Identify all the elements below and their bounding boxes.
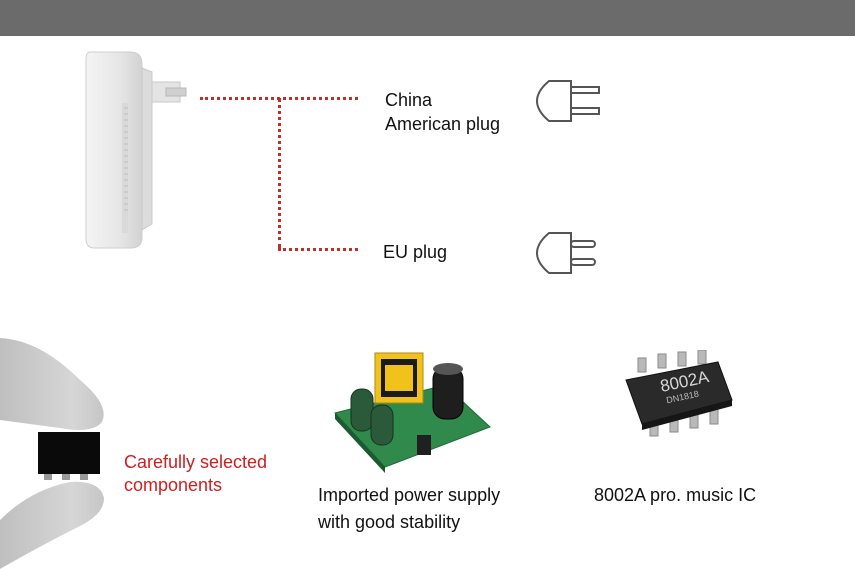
power-supply-board-image [334, 352, 491, 473]
flat-pin-plug-icon [535, 80, 600, 122]
power-supply-line1: Imported power supply [318, 485, 501, 505]
music-ic-image: 8002A DN1818 [620, 350, 740, 440]
header-bar [0, 0, 855, 36]
plug-device-image [85, 51, 187, 249]
fingers-holding-chip-image [0, 338, 104, 569]
china-plug-label: China [385, 90, 433, 110]
selected-components-line2: components [124, 475, 223, 495]
selected-components-line1: Carefully selected [124, 452, 268, 472]
connector-line-vertical [278, 98, 281, 248]
chip-package [38, 432, 100, 474]
connector-line-bottom [278, 248, 358, 251]
eu-plug-label: EU plug [383, 242, 448, 262]
round-pin-plug-icon [535, 232, 596, 274]
music-ic-label: 8002A pro. music IC [594, 485, 757, 505]
american-plug-label: American plug [385, 114, 501, 134]
power-supply-line2: with good stability [318, 512, 461, 532]
